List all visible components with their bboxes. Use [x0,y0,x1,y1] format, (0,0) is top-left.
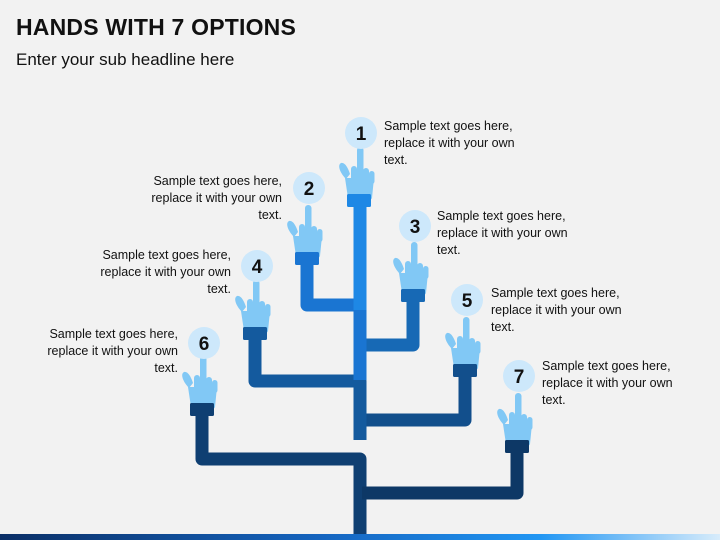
branch-line-3 [362,298,420,352]
number-badge [188,327,220,359]
branch-line-6 [195,412,367,540]
sleeve-cuff [190,403,214,416]
pointing-hand-icon [393,242,429,297]
branch-line-4 [248,336,367,440]
pointing-hand-icon [287,205,323,260]
option-6-text: Sample text goes here, replace it with y… [47,327,178,375]
option-6-hand: 6 [182,327,220,416]
option-5-text: Sample text goes here, replace it with y… [491,286,622,334]
pointing-hand-icon [445,317,481,372]
sleeve-cuff [401,289,425,302]
sleeve-cuff [295,252,319,265]
option-1-text: Sample text goes here, replace it with y… [384,119,515,167]
option-1-number: 1 [356,124,367,145]
pointing-hand-icon [235,280,271,335]
pointing-hand-icon [497,393,533,448]
option-3-text: Sample text goes here, replace it with y… [437,209,568,257]
sleeve-cuff [453,364,477,377]
pointing-hand-icon [182,356,218,411]
option-2-hand: 2 [287,172,325,265]
option-5-number: 5 [462,291,473,312]
option-7-hand: 7 [497,360,535,453]
option-1-hand: 1 [339,117,377,207]
option-2-number: 2 [304,179,315,200]
branch-line-5 [362,374,472,427]
option-2-text: Sample text goes here, replace it with y… [151,174,282,222]
branch-line-2 [300,262,367,380]
option-3-number: 3 [410,217,421,238]
number-badge [293,172,325,204]
number-badge [345,117,377,149]
sleeve-cuff [243,327,267,340]
number-badge [399,210,431,242]
option-4-number: 4 [252,257,263,278]
pointing-hand-icon [339,147,375,202]
sleeve-cuff [347,194,371,207]
bottom-accent-bar [0,534,720,540]
page-title: HANDS WITH 7 OPTIONS [16,14,297,40]
option-4-hand: 4 [235,250,273,340]
sleeve-cuff [505,440,529,453]
number-badge [451,284,483,316]
option-4-text: Sample text goes here, replace it with y… [100,248,231,296]
option-7-number: 7 [514,367,525,388]
number-badge [241,250,273,282]
option-5-hand: 5 [445,284,483,377]
page-subtitle: Enter your sub headline here [16,50,235,69]
option-7-text: Sample text goes here, replace it with y… [542,359,673,407]
number-badge [503,360,535,392]
option-3-hand: 3 [393,210,431,302]
option-6-number: 6 [199,334,210,355]
branch-line-7 [362,450,524,500]
